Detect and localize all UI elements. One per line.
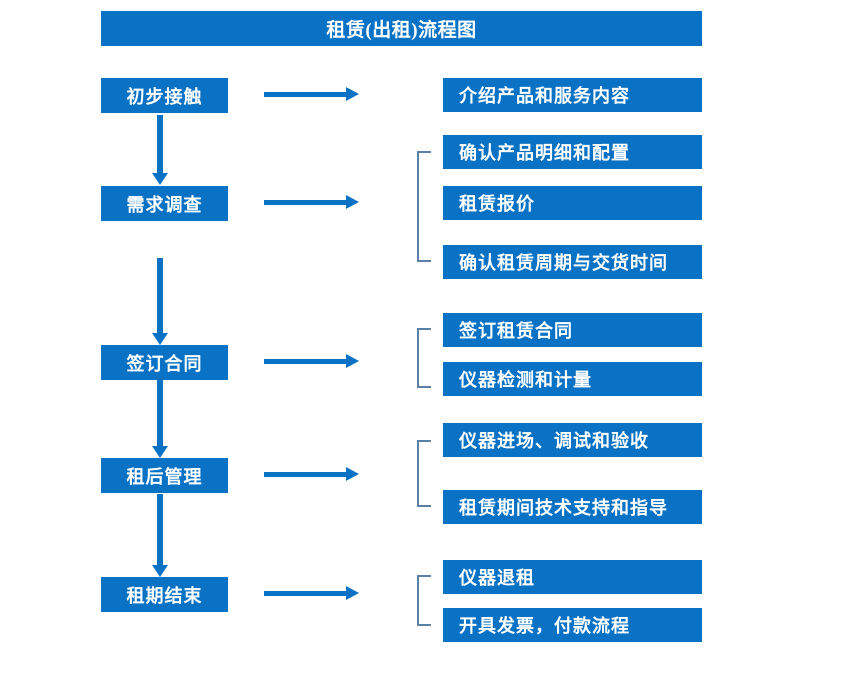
arrow-shaft [157,380,163,446]
arrow-shaft [157,258,163,333]
arrow-down-stage-1-to-2 [152,115,168,185]
arrow-right-stage-4 [264,467,360,481]
stage-box-签订合同[interactable]: 签订合同 [101,345,228,380]
stage-box-需求调查[interactable]: 需求调查 [101,186,228,221]
arrow-head-icon [346,87,359,101]
stage-box-租期结束[interactable]: 租期结束 [101,577,228,612]
arrow-right-stage-3 [264,354,360,368]
detail-box-仪器检测和计量[interactable]: 仪器检测和计量 [443,362,702,396]
arrow-head-icon [152,446,168,458]
arrow-down-stage-2-to-3 [152,258,168,345]
arrow-down-stage-3-to-4 [152,380,168,458]
detail-box-确认租赁周期与交货时间[interactable]: 确认租赁周期与交货时间 [443,245,702,279]
arrow-shaft [264,591,348,596]
arrow-head-icon [152,173,168,185]
arrow-head-icon [152,333,168,345]
diagram-title: 租赁(出租)流程图 [101,11,702,46]
detail-box-租赁期间技术支持和指导[interactable]: 租赁期间技术支持和指导 [443,490,702,524]
detail-box-租赁报价[interactable]: 租赁报价 [443,186,702,220]
group-bracket-stage-4 [417,440,431,507]
arrow-head-icon [152,565,168,577]
group-bracket-stage-5 [417,575,431,626]
detail-box-介绍产品和服务内容[interactable]: 介绍产品和服务内容 [443,78,702,112]
arrow-head-icon [346,195,359,209]
arrow-head-icon [346,467,359,481]
stage-box-初步接触[interactable]: 初步接触 [101,78,228,113]
detail-box-确认产品明细和配置[interactable]: 确认产品明细和配置 [443,135,702,169]
detail-box-签订租赁合同[interactable]: 签订租赁合同 [443,313,702,347]
arrow-head-icon [346,354,359,368]
arrow-shaft [264,472,348,477]
arrow-shaft [264,92,348,97]
arrow-head-icon [346,586,359,600]
detail-box-开具发票付款流程[interactable]: 开具发票，付款流程 [443,608,702,642]
stage-box-租后管理[interactable]: 租后管理 [101,458,228,493]
arrow-shaft [157,115,163,173]
arrow-down-stage-4-to-5 [152,494,168,577]
arrow-shaft [264,200,348,205]
arrow-right-stage-5 [264,586,360,600]
group-bracket-stage-2 [417,151,431,262]
detail-box-仪器进场调试和验收[interactable]: 仪器进场、调试和验收 [443,423,702,457]
arrow-right-stage-1 [264,87,360,101]
detail-box-仪器退租[interactable]: 仪器退租 [443,560,702,594]
arrow-shaft [264,359,348,364]
arrow-shaft [157,494,163,565]
arrow-right-stage-2 [264,195,360,209]
group-bracket-stage-3 [417,328,431,388]
